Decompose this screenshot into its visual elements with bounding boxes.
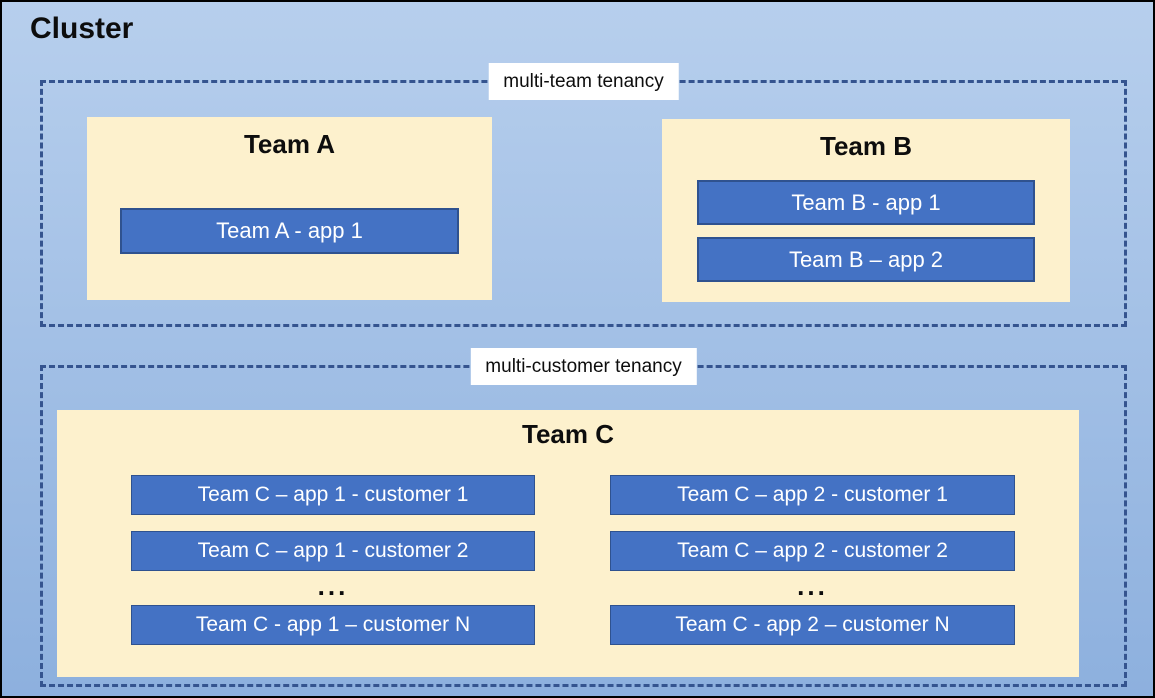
team-c-app1-ellipsis: ... — [317, 571, 349, 601]
team-c-app1-customer1-box: Team C – app 1 - customer 1 — [131, 475, 535, 515]
team-c-app2-customerN-box: Team C - app 2 – customer N — [610, 605, 1015, 645]
team-c-app2-customer1-box: Team C – app 2 - customer 1 — [610, 475, 1015, 515]
team-a-panel: Team A Team A - app 1 — [87, 117, 492, 300]
team-b-app1-box: Team B - app 1 — [697, 180, 1035, 225]
multi-team-region-label: multi-team tenancy — [488, 63, 679, 100]
multi-customer-region: multi-customer tenancy — [40, 348, 1127, 687]
team-c-app1-customerN-box: Team C - app 1 – customer N — [131, 605, 535, 645]
team-a-app1-box: Team A - app 1 — [120, 208, 459, 254]
multi-customer-region-label: multi-customer tenancy — [470, 348, 697, 385]
team-c-app2-customer2-box: Team C – app 2 - customer 2 — [610, 531, 1015, 571]
team-b-app2-box: Team B – app 2 — [697, 237, 1035, 282]
cluster-title: Cluster — [30, 12, 134, 45]
team-b-title: Team B — [820, 131, 912, 161]
team-c-title: Team C — [522, 419, 614, 449]
team-c-app1-customer2-box: Team C – app 1 - customer 2 — [131, 531, 535, 571]
team-c-panel: Team C Team C – app 1 - customer 1 Team … — [57, 410, 1079, 677]
team-c-app2-ellipsis: ... — [797, 571, 828, 601]
multi-team-region: multi-team tenancy — [40, 63, 1127, 327]
team-a-title: Team A — [243, 129, 336, 159]
team-b-panel: Team B Team B - app 1 Team B – app 2 — [662, 119, 1070, 302]
